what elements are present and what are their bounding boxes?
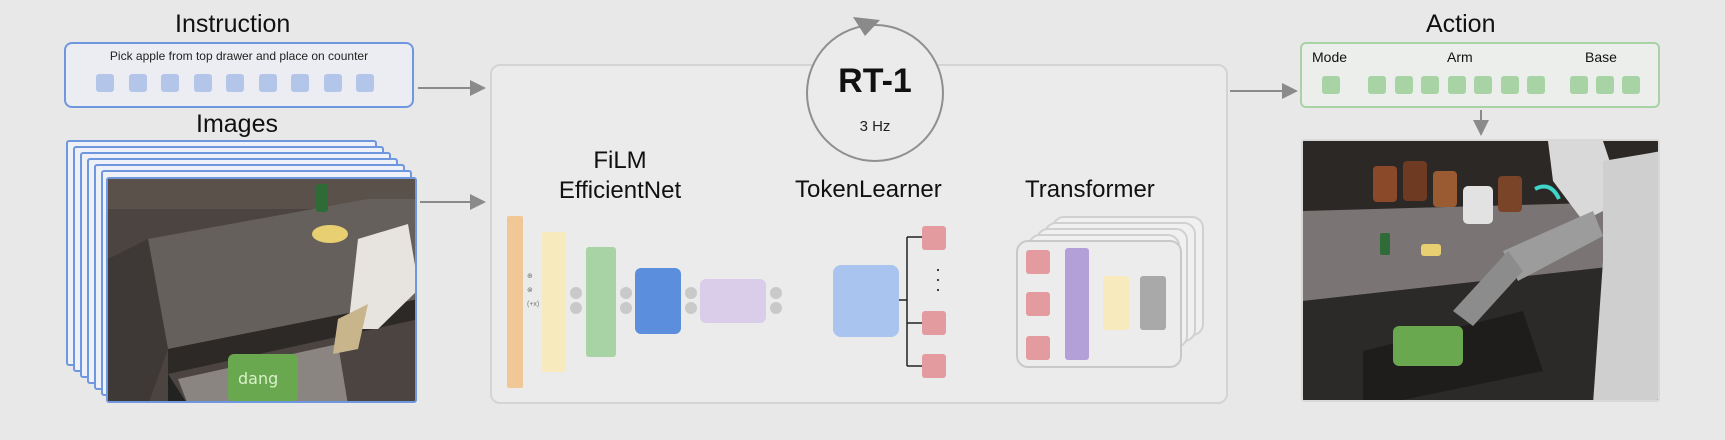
- action-mode-label: Mode: [1312, 49, 1348, 65]
- token-learner-label: TokenLearner: [795, 176, 942, 203]
- film-stage-2: [542, 232, 566, 372]
- instruction-token: [193, 74, 212, 92]
- film-stage-5: [700, 279, 766, 323]
- action-token: [1500, 76, 1519, 94]
- film-efficientnet-label: FiLM EfficientNet: [510, 146, 730, 206]
- instruction-box: Pick apple from top drawer and place on …: [64, 42, 414, 108]
- action-heading: Action: [1426, 10, 1496, 38]
- ellipsis-vertical-icon: ···: [935, 259, 941, 299]
- film-conditioning-glyphs: ⊕⊗(+x): [527, 273, 540, 308]
- connector-dot: [770, 287, 782, 299]
- learned-token: [922, 354, 946, 378]
- action-token: [1368, 76, 1386, 94]
- instruction-token: [291, 74, 309, 92]
- robot-camera-image: dang: [106, 177, 417, 403]
- action-arm-label: Arm: [1447, 49, 1473, 65]
- instruction-token: [356, 74, 374, 92]
- transformer-attention-block: [1065, 248, 1089, 360]
- connector-dot: [570, 287, 582, 299]
- film-stage-3: [586, 247, 616, 357]
- learned-token: [922, 226, 946, 250]
- action-token: [1596, 76, 1614, 94]
- images-heading: Images: [196, 110, 278, 138]
- action-token: [1527, 76, 1545, 94]
- instruction-heading: Instruction: [175, 10, 291, 38]
- instruction-token: [258, 74, 277, 92]
- instruction-token: [96, 74, 114, 92]
- svg-text:dang: dang: [238, 369, 278, 388]
- film-label-line1: FiLM: [593, 147, 647, 174]
- token-learner-block: [833, 265, 899, 337]
- film-stage-4: [635, 268, 681, 334]
- robot-result-image: [1301, 139, 1660, 402]
- film-label-line2: EfficientNet: [558, 177, 682, 204]
- connector-dot: [620, 287, 632, 299]
- transformer-label: Transformer: [1025, 176, 1155, 203]
- connector-dot: [570, 302, 582, 314]
- connector-dot: [685, 302, 697, 314]
- action-token: [1394, 76, 1413, 94]
- action-base-label: Base: [1585, 49, 1617, 65]
- instruction-token: [323, 74, 342, 92]
- robot-placing-scene: [1303, 141, 1658, 400]
- action-token: [1622, 76, 1640, 94]
- action-token: [1474, 76, 1492, 94]
- instruction-text: Pick apple from top drawer and place on …: [109, 49, 369, 63]
- rt1-loop-circle: RT-1 3 Hz: [806, 24, 944, 162]
- transformer-ffn-block: [1103, 276, 1129, 330]
- rt1-title: RT-1: [838, 62, 912, 100]
- action-token: [1421, 76, 1439, 94]
- instruction-token: [128, 74, 147, 92]
- kitchen-drawer-scene: dang: [108, 179, 415, 401]
- connector-dot: [685, 287, 697, 299]
- action-token: [1447, 76, 1466, 94]
- action-token: [1570, 76, 1588, 94]
- action-token: [1322, 76, 1340, 94]
- connector-dot: [620, 302, 632, 314]
- rt1-rate: 3 Hz: [859, 118, 891, 135]
- transformer-input-token: [1026, 292, 1050, 316]
- transformer-output-block: [1140, 276, 1166, 330]
- action-box: Mode Arm Base: [1300, 42, 1660, 108]
- transformer-input-token: [1026, 250, 1050, 274]
- instruction-token: [161, 74, 179, 92]
- film-stage-1: [507, 216, 523, 388]
- learned-token: [922, 311, 946, 335]
- transformer-layer-front: [1016, 240, 1182, 368]
- instruction-token: [226, 74, 244, 92]
- transformer-input-token: [1026, 336, 1050, 360]
- connector-dot: [770, 302, 782, 314]
